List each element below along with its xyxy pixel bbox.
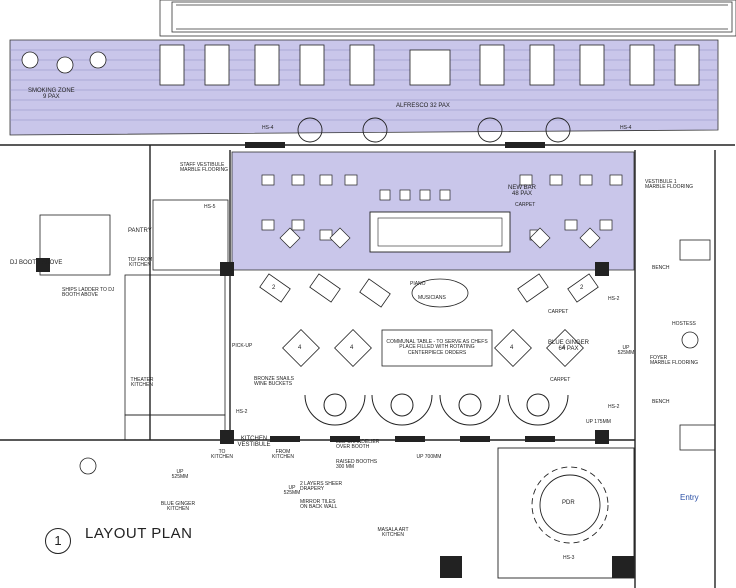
to-from-kitchen-label: TO/ FROM KITCHEN: [127, 257, 153, 269]
staff-vestibule-name: STAFF VESTIBULE: [180, 162, 225, 168]
pdr-label: PDR: [562, 500, 575, 506]
staff-vestibule-floor: MARBLE FLOORING: [180, 167, 229, 174]
up-525-label-2: UP 525MM: [283, 485, 301, 497]
musicians-label: MUSICIANS: [418, 295, 446, 301]
communal-table-label: COMMUNAL TABLE - TO SERVE AS CHEFS PLACE…: [386, 339, 488, 356]
up-175-label: UP 175MM: [586, 419, 611, 425]
new-bar-label: NEW BAR 48 PAX: [508, 185, 536, 198]
structural-columns: [36, 142, 634, 578]
bench-label-1: BENCH: [652, 265, 670, 271]
blue-ginger-pax: 64 PAX: [558, 346, 579, 353]
alfresco-tables: [159, 44, 700, 86]
raised-booths: [304, 393, 569, 426]
new-bar-pax: 48 PAX: [512, 191, 532, 198]
table-seat-count: 4: [350, 345, 354, 351]
hostess-label: HOSTESS: [672, 321, 696, 327]
pick-up-label: PICK-UP: [232, 343, 253, 349]
blue-ginger-carpet-label: CARPET: [548, 309, 569, 315]
blue-ginger-carpet-label-2: CARPET: [550, 377, 571, 383]
smoking-zone-label: SMOKING ZONE 9 PAX: [28, 88, 75, 101]
entry-label: Entry: [680, 493, 699, 502]
table-seat-count: 4: [298, 345, 302, 351]
blue-ginger-name: BLUE GINGER: [548, 340, 590, 346]
section-marker: [79, 457, 97, 475]
staff-vestibule-label: STAFF VESTIBULE MARBLE FLOORING: [180, 162, 229, 174]
from-kitchen-label: FROM KITCHEN: [272, 449, 294, 461]
blue-ginger-label: BLUE GINGER 64 PAX: [548, 340, 589, 353]
plan-number: 1: [45, 528, 71, 554]
bench-label-2: BENCH: [652, 399, 670, 405]
mirror-tiles-label: MIRROR TILES ON BACK WALL: [300, 499, 338, 511]
up-700-label: UP 700MM: [416, 454, 442, 460]
up-525-label-1: UP 525MM: [171, 469, 189, 481]
hs-tag: HS-4: [620, 125, 632, 131]
ships-ladder-label: SHIPS LADDER TO DJ BOOTH ABOVE: [62, 287, 115, 299]
led-chandelier-label: LED CHANDELIER OVER BOOTH: [336, 439, 380, 451]
up-525-label-3: UP 525MM: [617, 345, 635, 357]
smoking-zone-pax: 9 PAX: [43, 94, 60, 101]
table-seat-count: 4: [562, 345, 566, 351]
dj-booth-label: DJ BOOTH ABOVE: [10, 260, 63, 266]
raised-booths-label: RAISED BOOTHS 300 MM: [336, 459, 378, 471]
new-bar-name: NEW BAR: [508, 185, 537, 191]
smoking-zone-name: SMOKING ZONE: [28, 88, 75, 94]
masala-art-kitchen-label: MASALA ART KITCHEN: [377, 527, 409, 539]
kitchen-block: [39, 199, 229, 441]
alfresco-label: ALFRESCO 32 PAX: [396, 103, 450, 109]
vestibule-1-floor: MARBLE FLOORING: [645, 184, 694, 191]
new-bar-carpet-label: CARPET: [515, 202, 536, 208]
foyer-name: FOYER: [650, 355, 668, 361]
vestibule-1-name: VESTIBULE 1: [645, 179, 677, 185]
hs-tag: HS-2: [608, 404, 620, 410]
pantry-label: PANTRY: [128, 228, 152, 234]
hs-tag: HS-2: [608, 296, 620, 302]
table-seat-count: 2: [580, 285, 584, 291]
landscape-planter: [159, 0, 736, 37]
plan-title: LAYOUT PLAN: [85, 525, 193, 542]
foyer-block: [679, 239, 716, 451]
foyer-floor: MARBLE FLOORING: [650, 360, 699, 367]
to-kitchen-label: TO KITCHEN: [211, 449, 233, 461]
bronze-snails-label: BRONZE SNAILS WINE BUCKETS: [254, 376, 295, 388]
sheer-drapery-label: 2 LAYERS SHEER DRAPERY: [300, 481, 343, 493]
blue-ginger-kitchen-label: BLUE GINGER KITCHEN: [160, 501, 196, 513]
vestibule-1-label: VESTIBULE 1 MARBLE FLOORING: [645, 179, 694, 191]
new-bar-area: [231, 151, 635, 271]
blue-ginger-seating: [259, 273, 599, 367]
table-seat-count: 4: [510, 345, 514, 351]
pdr-room: [497, 447, 635, 579]
hs-tag: HS-5: [204, 204, 216, 210]
piano-label: PIANO: [410, 281, 426, 287]
hs-tag: HS-4: [262, 125, 274, 131]
theater-kitchen-label: THEATER KITCHEN: [130, 377, 154, 389]
kitchen-vestibule-label: KITCHEN VESTIBULE: [237, 436, 271, 449]
hs-tag: HS-3: [563, 555, 575, 561]
foyer-label: FOYER MARBLE FLOORING: [650, 355, 699, 367]
hs-tag: HS-2: [236, 409, 248, 415]
smoking-zone-tables: [21, 51, 107, 74]
alfresco-chandeliers: [297, 117, 571, 143]
table-seat-count: 2: [272, 285, 276, 291]
bar-seating: [261, 174, 623, 249]
